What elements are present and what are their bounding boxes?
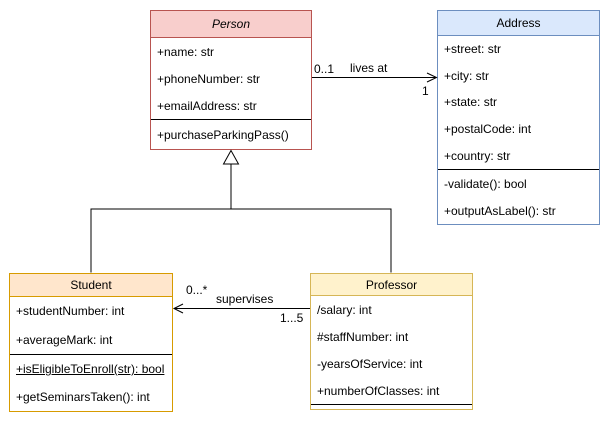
class-student-header: Student [10,274,172,297]
edge-generalization-lines [90,164,392,273]
class-method-static: +isEligibleToEnroll(str): bool [16,362,165,376]
class-attribute: +phoneNumber: str [157,71,261,86]
class-person-methods: +purchaseParkingPass() [151,119,311,149]
class-attribute: +name: str [157,44,215,59]
class-method: +purchaseParkingPass() [157,127,289,142]
class-address-methods: -validate(): bool +outputAsLabel(): str [438,169,599,224]
class-professor-title: Professor [365,277,418,292]
class-attribute: +street: str [444,42,502,57]
class-attribute: +state: str [444,95,498,110]
class-professor-header: Professor [311,274,472,296]
class-address[interactable]: Address +street: str +city: str +state: … [437,10,600,225]
class-professor[interactable]: Professor /salary: int #staffNumber: int… [310,273,473,410]
class-attribute: +city: str [444,68,490,83]
supervises-professor-multiplicity: 1...5 [280,311,304,325]
class-address-title: Address [496,16,541,30]
generalization-triangle-icon [222,149,240,165]
open-arrowhead-icon [172,303,184,314]
lives-at-label[interactable]: lives at [350,61,388,75]
class-attribute: +emailAddress: str [157,98,257,113]
class-professor-attributes: /salary: int #staffNumber: int -yearsOfS… [311,296,472,404]
class-student-attributes: +studentNumber: int +averageMark: int [10,297,172,354]
class-person-attributes: +name: str +phoneNumber: str +emailAddre… [151,38,311,119]
class-attribute: +postalCode: int [444,122,532,137]
class-address-header: Address [438,11,599,36]
edge-generalization[interactable] [90,149,392,273]
class-method: -validate(): bool [444,176,527,191]
open-arrowhead-icon [426,72,438,83]
class-address-attributes: +street: str +city: str +state: str +pos… [438,36,599,169]
supervises-student-multiplicity: 0...* [186,283,208,297]
class-student-methods: +isEligibleToEnroll(str): bool +getSemin… [10,354,172,411]
class-attribute: -yearsOfService: int [317,356,423,371]
class-attribute: #staffNumber: int [317,329,409,344]
lives-at-person-multiplicity: 0..1 [314,62,335,76]
class-attribute: +averageMark: int [16,332,113,347]
class-attribute: +studentNumber: int [16,304,125,319]
class-method: +getSeminarsTaken(): int [16,390,150,404]
class-person-header: Person [151,11,311,38]
class-attribute: +country: str [444,148,511,163]
class-student[interactable]: Student +studentNumber: int +averageMark… [9,273,173,412]
class-attribute: /salary: int [317,302,372,317]
class-person[interactable]: Person +name: str +phoneNumber: str +ema… [150,10,312,150]
class-professor-methods-empty [311,404,472,409]
class-method: +outputAsLabel(): str [444,203,556,218]
supervises-label[interactable]: supervises [216,292,274,306]
class-person-title: Person [211,17,251,31]
class-student-title: Student [70,278,112,292]
lives-at-address-multiplicity: 1 [422,84,429,98]
class-attribute: +numberOfClasses: int [317,383,440,398]
